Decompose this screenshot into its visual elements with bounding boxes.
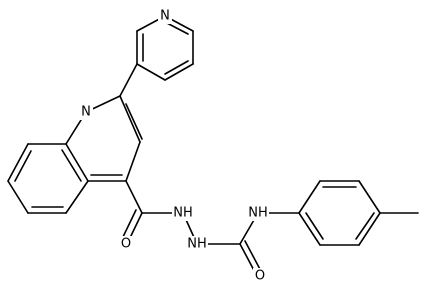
anilide-nh-label: NH (248, 206, 268, 221)
bond (125, 180, 143, 214)
carbonyl-oxygen-label: O (255, 269, 265, 284)
bond (164, 63, 194, 81)
bond (298, 212, 321, 246)
bond (119, 63, 138, 97)
bond (121, 209, 137, 240)
carbonyl-oxygen-label: O (121, 237, 131, 252)
bond (358, 212, 381, 246)
bond (305, 212, 324, 240)
bond (164, 60, 189, 75)
bond (119, 95, 141, 143)
bond (355, 212, 375, 240)
bond (125, 141, 141, 182)
bond (65, 143, 89, 182)
bond (244, 240, 263, 274)
bond (7, 180, 29, 214)
bond (65, 180, 89, 214)
pyridine-nitrogen-label: N (160, 9, 170, 24)
bond (125, 103, 143, 140)
bond (7, 143, 29, 182)
hydrazide-nh-label: NH (173, 206, 193, 221)
bond (14, 150, 32, 182)
quinoline-nitrogen-label: N (81, 105, 91, 120)
atom-label-layer: N N NH NH NH O O (79, 8, 269, 284)
bond (358, 180, 381, 214)
bond-layer (7, 15, 419, 277)
bond (298, 180, 321, 214)
bond (136, 63, 166, 81)
bond (61, 149, 82, 182)
hydrazide-nh-label: NH (187, 237, 207, 252)
